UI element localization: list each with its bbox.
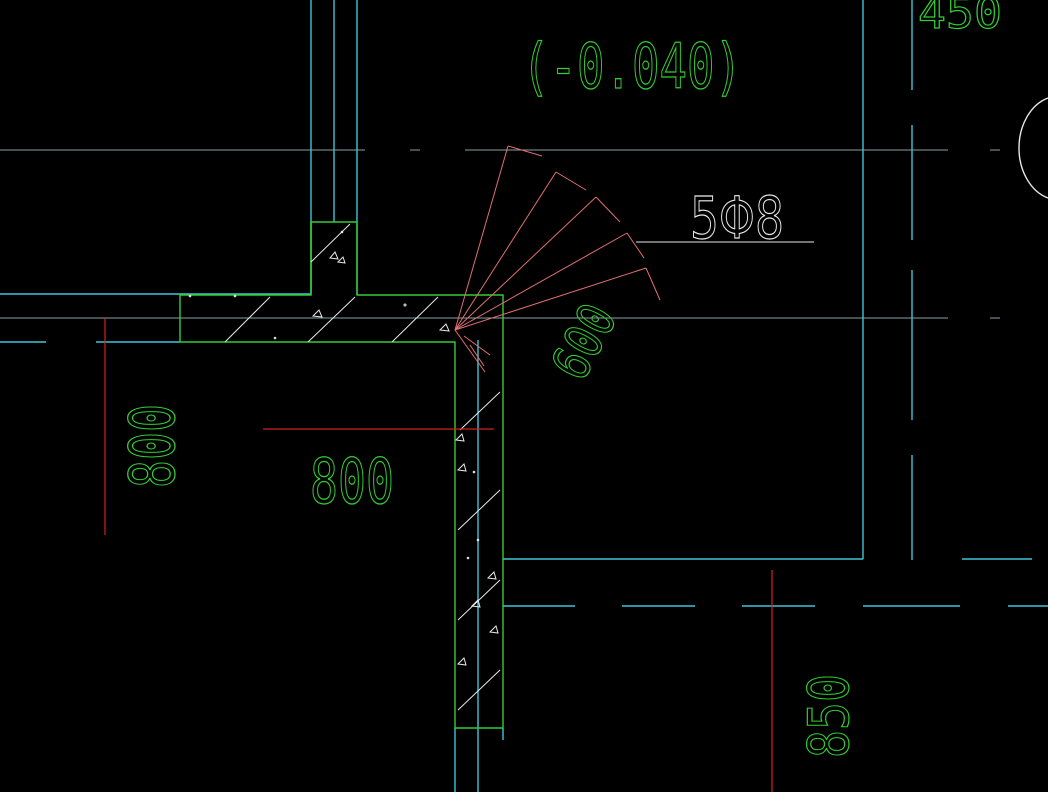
dimension-radial: 600 bbox=[541, 294, 630, 389]
axis-bubble bbox=[1018, 97, 1048, 199]
dimension-left-vertical: 800 bbox=[116, 404, 189, 488]
concrete-hatching bbox=[224, 223, 501, 711]
rebar-fan bbox=[454, 145, 661, 373]
dimension-bottom-vertical: 850 bbox=[797, 674, 862, 758]
concrete-section bbox=[179, 221, 504, 729]
top-partial-label: 450 bbox=[918, 0, 1002, 39]
elevation-label: (-0.040) bbox=[522, 30, 742, 103]
dimension-horizontal: 800 bbox=[310, 445, 394, 518]
dimension-lines bbox=[104, 318, 773, 792]
grid-lines bbox=[0, 149, 1000, 319]
concrete-aggregate-marks bbox=[188, 230, 499, 666]
rebar-label: 5Φ8 bbox=[690, 184, 784, 252]
